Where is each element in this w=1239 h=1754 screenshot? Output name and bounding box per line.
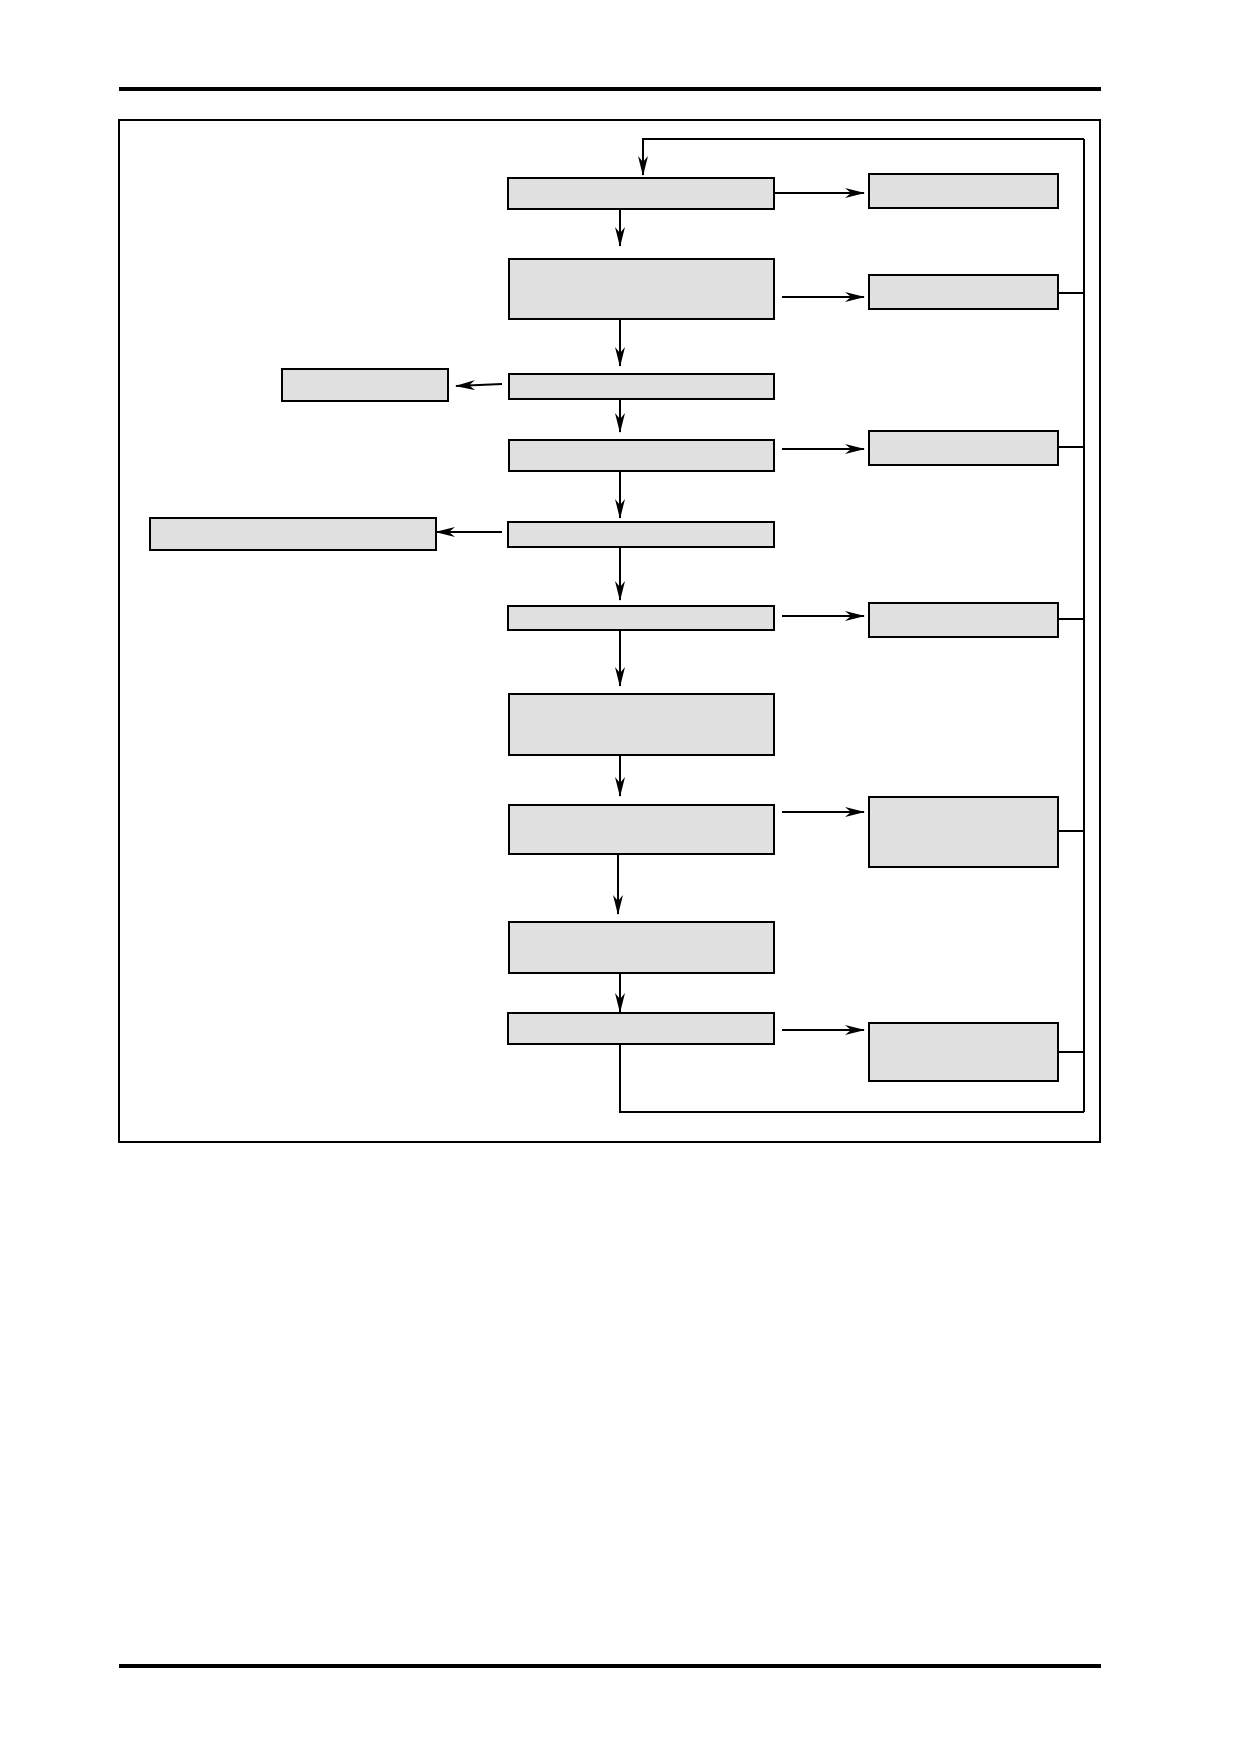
- step-6-box: [507, 605, 775, 631]
- outcome-3-node: [868, 430, 1059, 466]
- outcome-2-box: [868, 274, 1059, 310]
- outcome-4-box: [868, 602, 1059, 638]
- step-10-node: [507, 1012, 775, 1045]
- outcome-3-box: [868, 430, 1059, 466]
- step-7-node: [508, 693, 775, 756]
- step-1-node: [507, 177, 775, 210]
- outcome-6-box: [868, 1022, 1059, 1082]
- step-8-box: [508, 804, 775, 855]
- left-column: [149, 368, 449, 551]
- step-2-node: [508, 258, 775, 320]
- right-column: [868, 173, 1059, 1082]
- step-4-node: [508, 439, 775, 472]
- step-4-box: [508, 439, 775, 472]
- step-6-node: [507, 605, 775, 631]
- outcome-6-node: [868, 1022, 1059, 1082]
- diagram-frame: [118, 119, 1101, 1143]
- outcome-5-node: [868, 796, 1059, 868]
- step-3-box: [508, 373, 775, 400]
- feedback-return-line: [619, 1042, 1084, 1113]
- outcome-1-box: [868, 173, 1059, 209]
- step-7-box: [508, 693, 775, 756]
- step-5-box: [507, 521, 775, 548]
- feedback-entry-arrow: [638, 138, 1084, 176]
- outcome-2-node: [868, 274, 1059, 310]
- left-outcome-1-node: [281, 368, 449, 402]
- left-outcome-2-box: [149, 517, 437, 551]
- step-1-box: [507, 177, 775, 210]
- left-outcome-2-node: [149, 517, 437, 551]
- step-8-node: [508, 804, 775, 855]
- left-outcome-1-box: [281, 368, 449, 402]
- step-10-box: [507, 1012, 775, 1045]
- outcome-4-node: [868, 602, 1059, 638]
- connectors: [435, 138, 1085, 1113]
- step-9-node: [508, 921, 775, 974]
- step-3-node: [508, 373, 775, 400]
- step-5-node: [507, 521, 775, 548]
- step-2-box: [508, 258, 775, 320]
- branch-left-arrow-1: [455, 380, 503, 391]
- main-column: [507, 177, 775, 1045]
- step-9-box: [508, 921, 775, 974]
- outcome-1-node: [868, 173, 1059, 209]
- outcome-5-box: [868, 796, 1059, 868]
